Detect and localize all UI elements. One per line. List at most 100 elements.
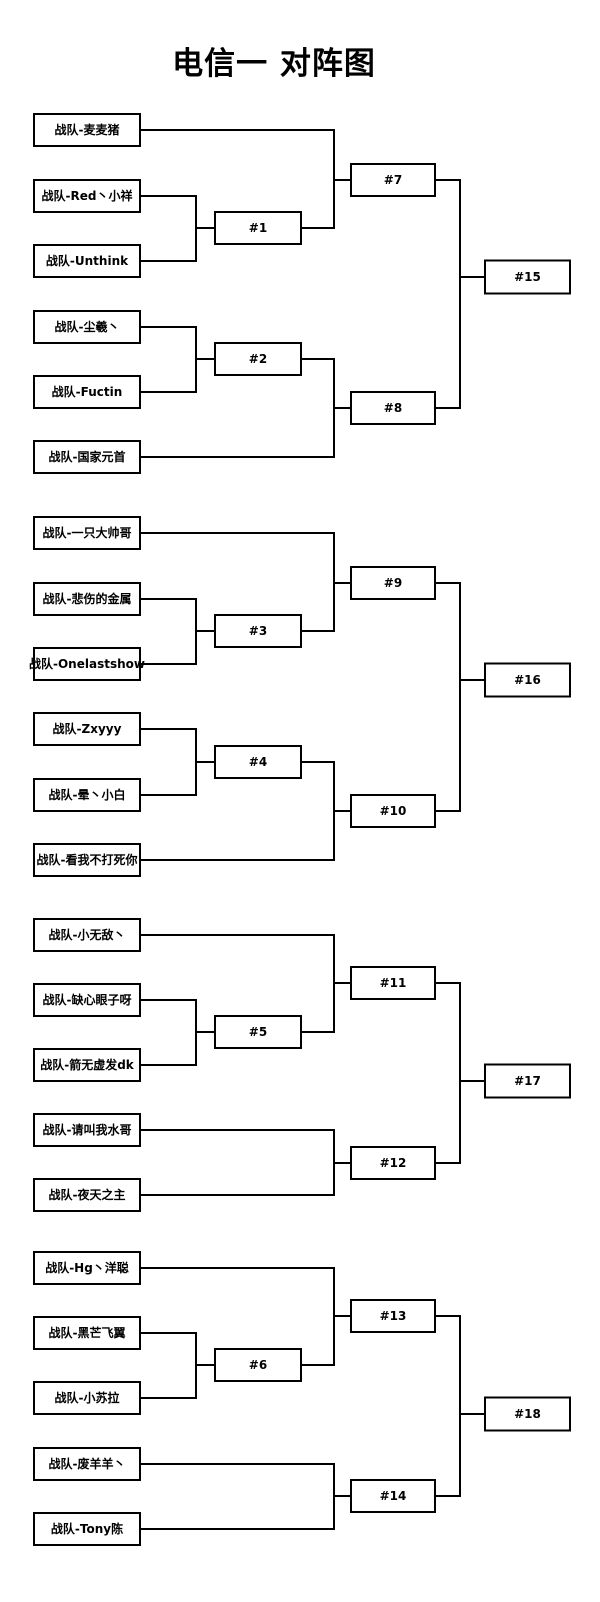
- team-box-frame: [33, 843, 141, 877]
- match-box: #13: [350, 1299, 436, 1333]
- match-box-frame: [214, 614, 302, 648]
- match-box-label: #8: [384, 401, 402, 415]
- match-box-frame: [484, 662, 571, 698]
- match-box-label: #7: [384, 173, 402, 187]
- bracket-connectors: [140, 129, 485, 1530]
- team-box-frame: [33, 1381, 141, 1415]
- match-box: #1: [214, 211, 302, 245]
- team-box-label: 战队-悲伤的金属: [43, 591, 132, 606]
- connector-m14-bracket: [140, 1463, 335, 1530]
- connector-m5-bracket: [140, 999, 197, 1066]
- match-box-label: #17: [514, 1074, 541, 1088]
- match-box-frame: [350, 391, 436, 425]
- match-box: #18: [484, 1396, 571, 1432]
- match-box: #3: [214, 614, 302, 648]
- match-box: #6: [214, 1348, 302, 1382]
- team-box-label: 战队-尘羲丶: [55, 319, 120, 334]
- team-box-frame: [33, 712, 141, 746]
- team-box-frame: [33, 375, 141, 409]
- team-box: 战队-Onelastshow: [29, 647, 145, 681]
- team-box-frame: [33, 1048, 141, 1082]
- bracket-boxes: 战队-麦麦猪战队-Red丶小祥战队-Unthink战队-尘羲丶战队-Fuctin…: [29, 113, 571, 1546]
- match-box: #4: [214, 745, 302, 779]
- team-box-frame: [33, 1447, 141, 1481]
- team-box: 战队-Unthink: [33, 244, 141, 278]
- team-box-frame: [33, 179, 141, 213]
- match-box: #16: [484, 662, 571, 698]
- team-box-label: 战队-麦麦猪: [55, 122, 120, 137]
- match-box-label: #15: [514, 270, 541, 284]
- team-box-label: 战队-请叫我水哥: [43, 1122, 132, 1137]
- connector-m12-bracket: [140, 1129, 335, 1196]
- match-box-frame: [350, 966, 436, 1000]
- team-box-frame: [33, 310, 141, 344]
- team-box: 战队-黑芒飞翼: [33, 1316, 141, 1350]
- connector-m6-bracket: [140, 1332, 197, 1399]
- team-box-frame: [33, 1251, 141, 1285]
- team-box-label: 战队-Unthink: [46, 253, 129, 268]
- team-box: 战队-麦麦猪: [33, 113, 141, 147]
- team-box-label: 战队-晕丶小白: [49, 787, 126, 802]
- connector-m15-bracket: [435, 179, 461, 409]
- match-box-frame: [214, 1015, 302, 1049]
- team-box-frame: [33, 778, 141, 812]
- match-box-frame: [350, 794, 436, 828]
- match-box: #5: [214, 1015, 302, 1049]
- match-box-frame: [484, 259, 571, 295]
- team-box: 战队-缺心眼子呀: [33, 983, 141, 1017]
- match-box-frame: [214, 745, 302, 779]
- match-box-label: #3: [249, 624, 267, 638]
- match-box: #12: [350, 1146, 436, 1180]
- connector-m2-bracket: [140, 326, 197, 393]
- match-box-frame: [214, 211, 302, 245]
- team-box-frame: [33, 1316, 141, 1350]
- team-box-label: 战队-Hg丶洋聪: [45, 1260, 129, 1275]
- team-box-frame: [33, 244, 141, 278]
- team-box-frame: [33, 647, 141, 681]
- team-box-label: 战队-Red丶小祥: [42, 188, 133, 203]
- team-box-frame: [33, 1178, 141, 1212]
- match-box-frame: [350, 1479, 436, 1513]
- team-box-frame: [33, 582, 141, 616]
- team-box-label: 战队-箭无虚发dk: [40, 1057, 135, 1072]
- team-box-label: 战队-小无敌丶: [49, 927, 126, 942]
- team-box: 战队-尘羲丶: [33, 310, 141, 344]
- team-box: 战队-Hg丶洋聪: [33, 1251, 141, 1285]
- match-box-label: #5: [249, 1025, 267, 1039]
- team-box-label: 战队-一只大帅哥: [43, 525, 132, 540]
- team-box-label: 战队-夜天之主: [49, 1187, 126, 1202]
- team-box-label: 战队-Tony陈: [51, 1521, 123, 1536]
- match-box: #15: [484, 259, 571, 295]
- team-box: 战队-看我不打死你: [33, 843, 141, 877]
- match-box: #9: [350, 566, 436, 600]
- team-box-label: 战队-Zxyyy: [53, 721, 122, 736]
- team-box-label: 战队-小苏拉: [55, 1390, 120, 1405]
- match-box-frame: [484, 1063, 571, 1099]
- connector-m16-bracket: [435, 582, 461, 812]
- team-box-label: 战队-缺心眼子呀: [43, 992, 132, 1007]
- match-box: #2: [214, 342, 302, 376]
- team-box-frame: [33, 516, 141, 550]
- team-box-label: 战队-废羊羊丶: [49, 1456, 126, 1471]
- match-box-label: #4: [249, 755, 267, 769]
- connector-m3-bracket: [140, 598, 197, 665]
- team-box: 战队-小无敌丶: [33, 918, 141, 952]
- connector-m4-bracket: [140, 728, 197, 796]
- match-box-label: #10: [380, 804, 407, 818]
- team-box-frame: [33, 1113, 141, 1147]
- match-box-label: #16: [514, 673, 541, 687]
- team-box-label: 战队-Onelastshow: [29, 656, 145, 671]
- team-box-frame: [33, 1512, 141, 1546]
- team-box: 战队-国家元首: [33, 440, 141, 474]
- match-box-label: #9: [384, 576, 402, 590]
- team-box: 战队-小苏拉: [33, 1381, 141, 1415]
- team-box-label: 战队-国家元首: [49, 449, 126, 464]
- team-box-frame: [33, 440, 141, 474]
- match-box-label: #6: [249, 1358, 267, 1372]
- team-box-frame: [33, 983, 141, 1017]
- match-box-label: #11: [380, 976, 407, 990]
- team-box: 战队-废羊羊丶: [33, 1447, 141, 1481]
- match-box-frame: [484, 1396, 571, 1432]
- match-box-label: #1: [249, 221, 267, 235]
- team-box: 战队-一只大帅哥: [33, 516, 141, 550]
